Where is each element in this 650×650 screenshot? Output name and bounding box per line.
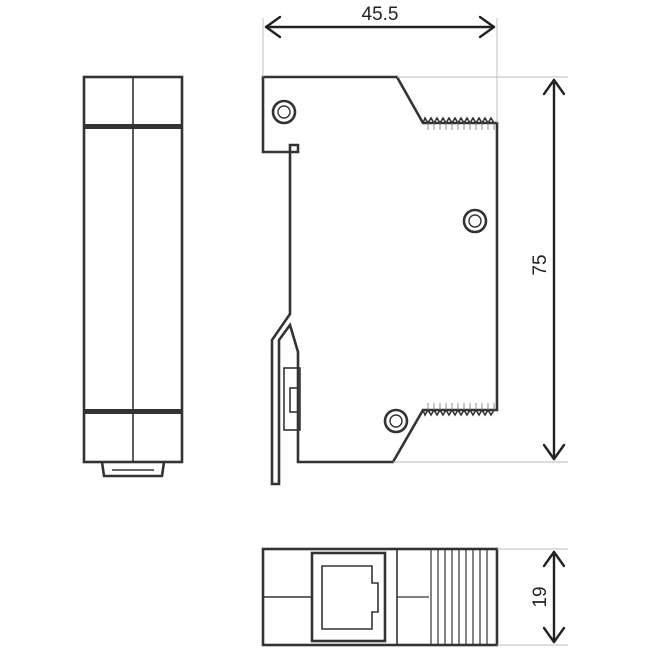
rj45-port (310, 551, 387, 643)
dimension-depth: 19 (497, 548, 568, 646)
dimension-depth-label: 19 (530, 586, 551, 607)
din-rail-clip (283, 367, 301, 462)
dimension-depth-arrow-top (542, 550, 566, 568)
front-view-din-clip (100, 461, 166, 478)
bottom-view (261, 547, 499, 647)
screw-hole-middle (462, 208, 488, 234)
screw-hole-bottom (383, 408, 409, 434)
top-heat-fins (422, 116, 495, 130)
screw-hole-top (271, 99, 297, 125)
dimension-width-arrow-right (478, 15, 496, 39)
side-view-body (261, 75, 499, 486)
front-view-top-band (84, 124, 182, 129)
front-view (82, 75, 184, 478)
dimension-width: 45.5 (262, 4, 498, 123)
dimension-height-arrow-top (542, 78, 566, 96)
fin-teeth-top (422, 116, 495, 125)
side-view (261, 75, 499, 486)
dimension-depth-arrow-bottom (542, 626, 566, 644)
dimension-width-label: 45.5 (362, 4, 399, 25)
front-view-bottom-band (84, 409, 182, 414)
dimension-height: 75 (393, 76, 568, 463)
fin-teeth-bottom (422, 408, 495, 417)
dimension-width-arrow-left (264, 15, 282, 39)
dimension-height-label: 75 (530, 254, 551, 275)
bottom-heat-fins (422, 403, 495, 417)
bottom-view-fins (397, 549, 488, 645)
dimension-height-arrow-bottom (542, 443, 566, 461)
